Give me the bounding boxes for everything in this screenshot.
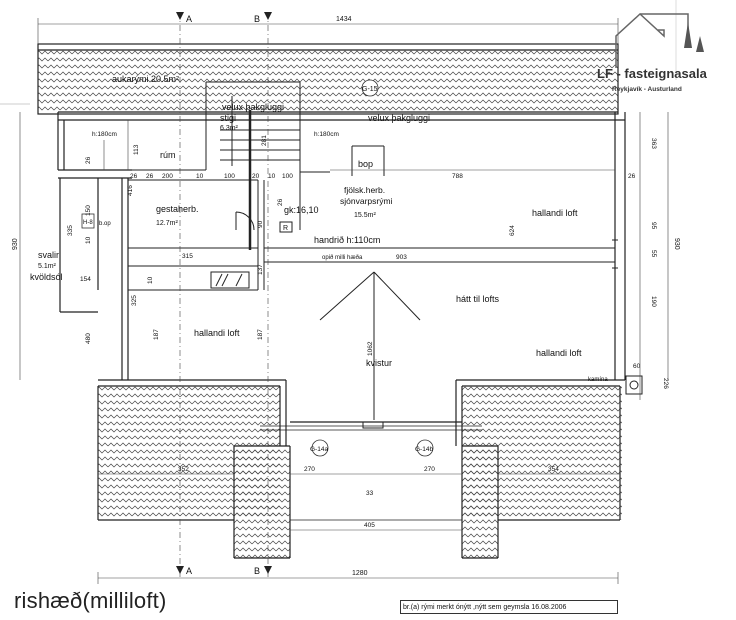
dim-903: 903 <box>396 254 407 261</box>
dim-26c: 26 <box>146 173 154 180</box>
logo-subtitle: Reykjavík - Austurland <box>612 86 682 93</box>
dim-20: 20 <box>252 173 260 180</box>
dim-10d: 10 <box>147 276 154 284</box>
label-gestaherb: gestaherb. <box>156 204 199 214</box>
label-stigi: stigi <box>220 113 236 123</box>
label-fjolsk-area: 15.5m² <box>354 212 376 219</box>
label-r: R <box>283 225 288 232</box>
dim-187a: 187 <box>153 329 160 340</box>
dim-150: 150 <box>85 205 92 216</box>
dim-100a: 100 <box>224 173 235 180</box>
label-bop: bop <box>358 159 373 169</box>
dim-h180a: h:180cm <box>92 131 117 138</box>
label-g14b: G-14b <box>415 446 433 453</box>
label-sjonvarp: sjónvarpsrými <box>340 196 393 206</box>
dim-190: 190 <box>650 296 657 307</box>
dim-154: 154 <box>80 276 91 283</box>
label-aukarymi: aukarými 20.5m² <box>112 74 179 84</box>
dim-bottom: 1280 <box>352 570 368 577</box>
label-gestaherb-area: 12.7m² <box>156 220 178 227</box>
dim-624: 624 <box>509 225 516 236</box>
label-g15: G-15 <box>362 86 378 93</box>
label-handrid: handrið h:110cm <box>314 235 380 245</box>
labels: A B A B 1434 1280 930 930 aukarými 20.5m… <box>12 14 680 577</box>
dim-95: 95 <box>650 222 657 230</box>
label-hallandi-2: hallandi loft <box>194 328 240 338</box>
label-rum: rúm <box>160 150 176 160</box>
dim-60: 60 <box>633 363 641 370</box>
plan-title: rishæð(milliloft) <box>14 588 167 613</box>
dim-363: 363 <box>650 138 657 149</box>
dim-26e: 26 <box>277 198 284 206</box>
section-b-top: B <box>254 14 260 24</box>
roof-hatching <box>38 50 622 558</box>
label-fjolsk: fjölsk.herb. <box>344 185 385 195</box>
dim-315: 315 <box>182 253 193 260</box>
label-kvistur: kvistur <box>366 358 392 368</box>
label-h8: H-8 <box>83 220 93 226</box>
dim-354: 354 <box>548 466 559 473</box>
dim-left: 930 <box>12 238 19 250</box>
dim-187b: 187 <box>257 329 264 340</box>
dim-352: 352 <box>178 466 189 473</box>
label-gk: gk:16,10 <box>284 205 319 215</box>
dim-right: 930 <box>673 238 680 250</box>
dim-270b: 270 <box>424 466 435 473</box>
label-kamina: kamína <box>588 377 608 383</box>
interior-walls <box>128 81 643 429</box>
label-g14a: G-14a <box>310 446 328 453</box>
dim-55: 55 <box>650 250 657 258</box>
label-velux-2: velux þakgluggi <box>368 113 430 123</box>
dim-416: 416 <box>127 185 134 196</box>
dim-405: 405 <box>364 522 375 529</box>
dim-90: 90 <box>257 220 264 228</box>
outer-walls <box>37 43 626 559</box>
dim-270a: 270 <box>304 466 315 473</box>
section-a-top: A <box>186 14 192 24</box>
dim-137: 137 <box>257 264 264 275</box>
dim-33: 33 <box>366 490 374 497</box>
dim-26b: 26 <box>130 173 138 180</box>
dim-26a: 26 <box>85 156 92 164</box>
label-hallandi-3: hallandi loft <box>536 348 582 358</box>
dim-281: 281 <box>261 135 268 146</box>
label-svalir: svalir <box>38 250 59 260</box>
logo-name: LF - fasteignasala <box>597 66 707 81</box>
label-hatt: hátt til lofts <box>456 294 500 304</box>
dim-10b: 10 <box>268 173 276 180</box>
section-a-bottom: A <box>186 566 192 576</box>
dim-335: 335 <box>67 225 74 236</box>
label-velux-1: velux þakgluggi <box>222 102 284 112</box>
dim-top: 1434 <box>336 16 352 23</box>
revision-note: br.(a) rými merkt ónýtt ,nýtt sem geymsl… <box>400 600 618 614</box>
dim-226: 226 <box>662 378 669 389</box>
section-markers <box>81 12 434 574</box>
dimension-lines <box>19 12 669 584</box>
label-hallandi-1: hallandi loft <box>532 208 578 218</box>
dim-480: 480 <box>85 333 92 344</box>
label-svalir-area: 5.1m² <box>38 263 57 270</box>
lf-logo <box>615 12 704 68</box>
dim-10a: 10 <box>196 173 204 180</box>
dim-h180b: h:180cm <box>314 131 339 138</box>
dim-1062: 1062 <box>367 341 374 356</box>
dim-325: 325 <box>131 295 138 306</box>
dim-100b: 100 <box>282 173 293 180</box>
dim-200: 200 <box>162 173 173 180</box>
dim-26d: 26 <box>628 173 636 180</box>
label-kvoldsol: kvöldsól <box>30 272 63 282</box>
label-bop2: b.op <box>99 221 111 227</box>
section-b-bottom: B <box>254 566 260 576</box>
label-stigi-area: 6.3m² <box>220 125 239 132</box>
label-opid: opið milli hæða <box>322 254 363 261</box>
dim-788: 788 <box>452 173 463 180</box>
dim-10c: 10 <box>85 236 92 244</box>
dim-113: 113 <box>133 144 140 155</box>
